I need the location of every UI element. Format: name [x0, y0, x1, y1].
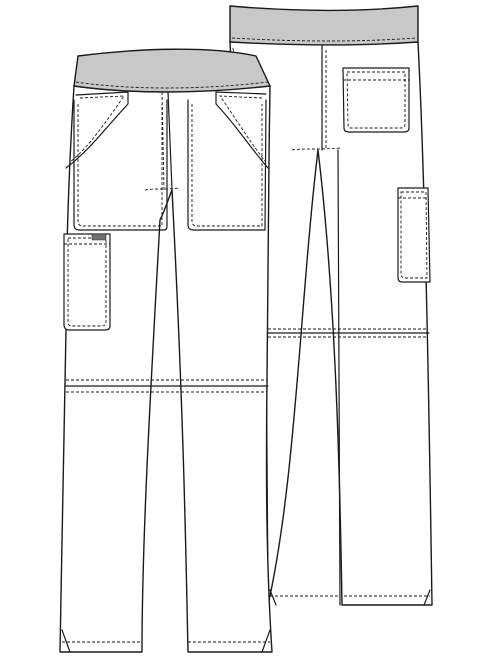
front-left-pocket-bag — [73, 99, 168, 231]
front-pants-outline — [59, 85, 273, 653]
back-patch-pocket — [342, 67, 410, 133]
back-cargo-pocket — [397, 187, 431, 283]
front-cargo-pocket — [63, 233, 111, 331]
back-waistband — [229, 5, 419, 46]
brand-tag — [91, 233, 107, 241]
front-left-pocket-opening — [65, 91, 129, 169]
front-waistband — [73, 48, 271, 93]
front-view — [59, 48, 273, 653]
back-view — [229, 5, 433, 606]
front-fly — [167, 91, 173, 191]
front-right-pocket-bag — [187, 99, 267, 231]
